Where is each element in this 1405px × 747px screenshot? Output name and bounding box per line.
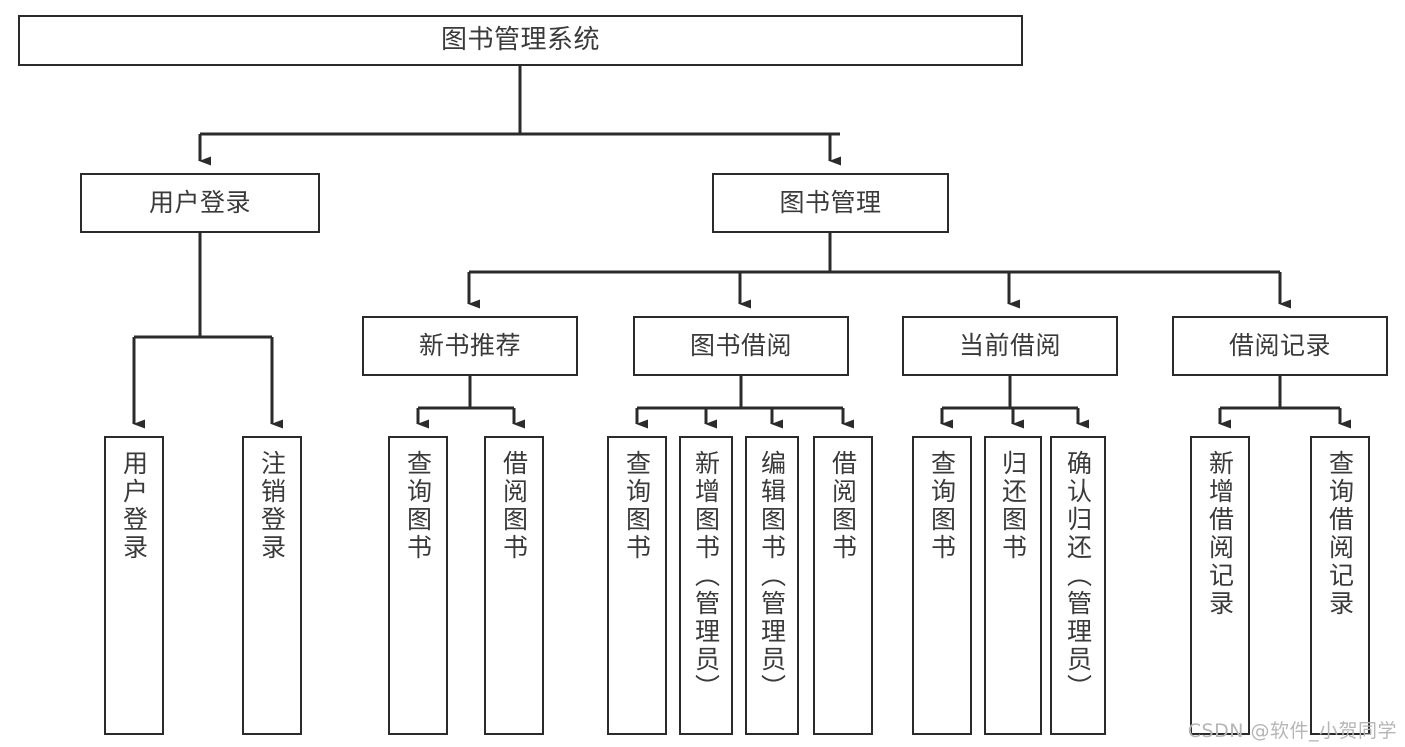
leaf-node-label: 查询借阅记录 bbox=[1325, 450, 1355, 618]
node-level2-book-borrow-label: 图书借阅 bbox=[689, 331, 792, 360]
leaf-node-label: 借阅图书 bbox=[499, 450, 529, 562]
leaf-node-label: 查询图书 bbox=[927, 450, 957, 562]
node-level2-current-borrow-label: 当前借阅 bbox=[958, 331, 1061, 360]
leaf-node-label: 归还图书 bbox=[998, 450, 1028, 562]
leaf-node[interactable]: 借阅图书 bbox=[484, 436, 544, 735]
watermark: CSDN @软件_小贺同学 bbox=[1187, 720, 1397, 742]
node-root[interactable]: 图书管理系统 bbox=[18, 15, 1023, 66]
leaf-node[interactable]: 查询图书 bbox=[912, 436, 972, 735]
node-level2-new-book-recommend[interactable]: 新书推荐 bbox=[362, 316, 578, 376]
leaf-node-label: 编辑图书（管理员） bbox=[757, 450, 787, 702]
node-level2-book-borrow[interactable]: 图书借阅 bbox=[633, 316, 849, 376]
leaf-node-label: 注销登录 bbox=[257, 450, 287, 562]
leaf-node[interactable]: 编辑图书（管理员） bbox=[745, 436, 799, 735]
leaf-node-label: 用户登录 bbox=[119, 450, 149, 562]
leaf-node[interactable]: 归还图书 bbox=[984, 436, 1042, 735]
node-level1-user-login[interactable]: 用户登录 bbox=[80, 173, 320, 233]
leaf-node-label: 查询图书 bbox=[403, 450, 433, 562]
leaf-node[interactable]: 新增借阅记录 bbox=[1190, 436, 1250, 735]
node-level2-borrow-records[interactable]: 借阅记录 bbox=[1172, 316, 1388, 376]
node-root-label: 图书管理系统 bbox=[440, 24, 600, 55]
node-level1-book-management[interactable]: 图书管理 bbox=[712, 173, 949, 233]
node-level2-current-borrow[interactable]: 当前借阅 bbox=[902, 316, 1118, 376]
node-level2-borrow-records-label: 借阅记录 bbox=[1228, 331, 1331, 360]
leaf-node[interactable]: 查询借阅记录 bbox=[1310, 436, 1370, 735]
leaf-node[interactable]: 注销登录 bbox=[242, 436, 302, 735]
node-level2-new-book-recommend-label: 新书推荐 bbox=[418, 331, 521, 360]
leaf-node[interactable]: 确认归还（管理员） bbox=[1050, 436, 1106, 735]
leaf-node[interactable]: 查询图书 bbox=[607, 436, 667, 735]
leaf-node-label: 新增图书（管理员） bbox=[691, 450, 721, 702]
leaf-node-label: 确认归还（管理员） bbox=[1063, 450, 1093, 702]
leaf-node-label: 借阅图书 bbox=[828, 450, 858, 562]
leaf-node-label: 查询图书 bbox=[622, 450, 652, 562]
leaf-node-label: 新增借阅记录 bbox=[1205, 450, 1235, 618]
node-level1-user-login-label: 用户登录 bbox=[148, 188, 251, 217]
leaf-node[interactable]: 新增图书（管理员） bbox=[679, 436, 733, 735]
leaf-node[interactable]: 借阅图书 bbox=[813, 436, 873, 735]
leaf-node[interactable]: 用户登录 bbox=[104, 436, 164, 735]
node-level1-book-management-label: 图书管理 bbox=[779, 188, 882, 217]
leaf-node[interactable]: 查询图书 bbox=[388, 436, 448, 735]
